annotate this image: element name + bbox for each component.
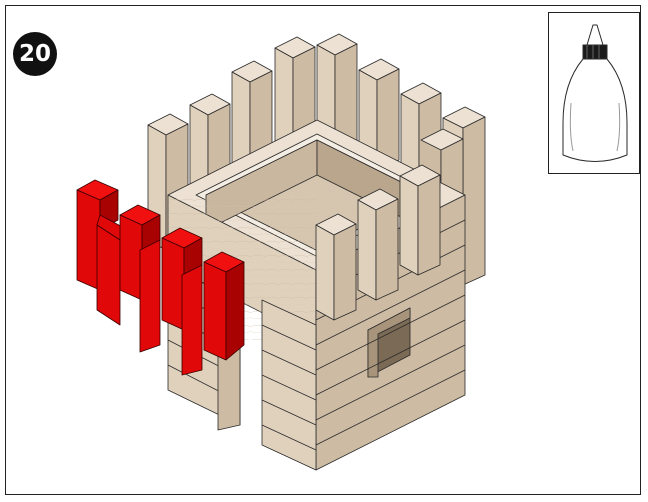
glue-inset bbox=[548, 12, 640, 174]
front-pillar bbox=[262, 300, 316, 470]
glue-bottle-icon bbox=[549, 13, 641, 175]
